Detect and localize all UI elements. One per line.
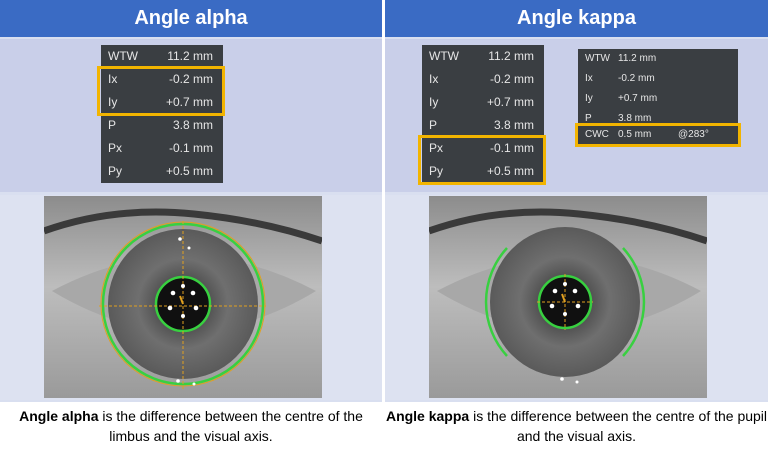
- table-row: Px-0.1 mm: [108, 141, 213, 155]
- table-row: Px-0.1 mm: [429, 141, 534, 155]
- highlight-ix-iy: [97, 66, 225, 116]
- table-row: Iy+0.7 mm: [585, 93, 658, 104]
- panel-title: Angle alpha: [0, 0, 382, 37]
- table-row: Iy+0.7 mm: [429, 95, 534, 109]
- limbus-arc-left: [484, 247, 508, 357]
- panel-title: Angle kappa: [385, 0, 768, 37]
- table-row: Ix-0.2 mm: [585, 73, 655, 84]
- limbus-arc-right: [622, 247, 646, 357]
- highlight-px-py: [418, 135, 546, 185]
- table-row: Py+0.5 mm: [108, 164, 213, 178]
- table-row: Py+0.5 mm: [429, 164, 534, 178]
- eye-image-kappa: [429, 196, 707, 398]
- table-row: Ix-0.2 mm: [429, 72, 534, 86]
- table-row: Ix-0.2 mm: [108, 72, 213, 86]
- eye-image-alpha: [44, 196, 322, 398]
- caption: Angle alpha is the difference between th…: [0, 402, 382, 452]
- table-row: Iy+0.7 mm: [108, 95, 213, 109]
- caption: Angle kappa is the difference between th…: [385, 402, 768, 452]
- highlight-cwc: [575, 123, 741, 147]
